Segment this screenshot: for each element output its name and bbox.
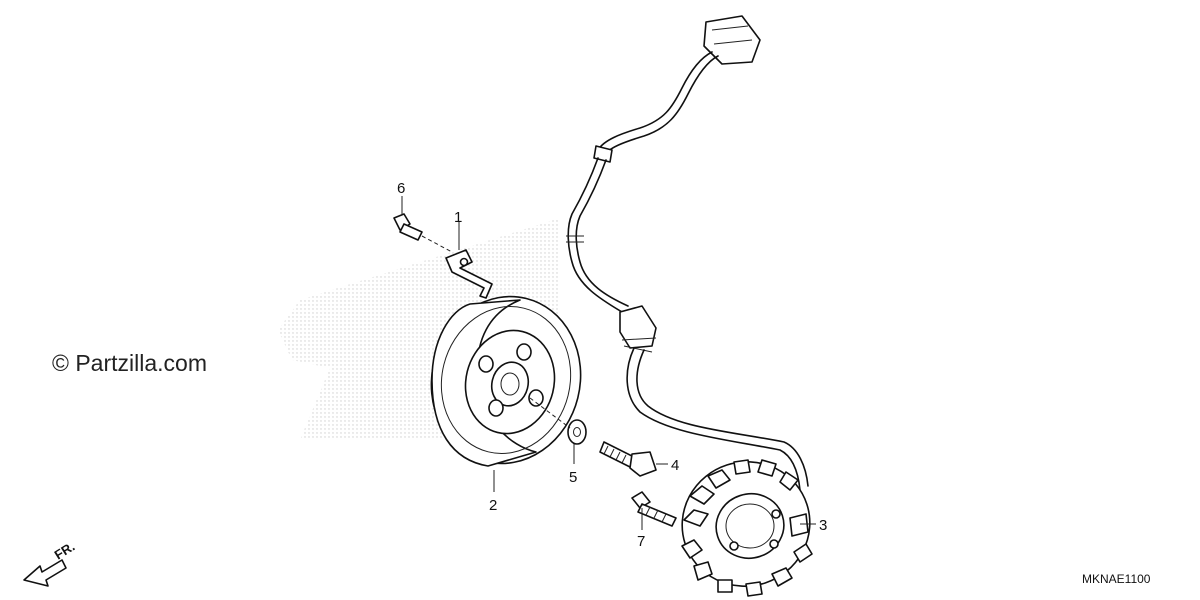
callout-6: 6 — [397, 180, 405, 197]
bracket — [445, 249, 493, 299]
small-bolt — [393, 213, 423, 241]
copyright-watermark: © Partzilla.com — [52, 350, 207, 376]
callout-4: 4 — [671, 457, 679, 474]
washer — [567, 419, 587, 445]
callout-7: 7 — [637, 533, 645, 550]
diagram-code: MKNAE1100 — [1082, 572, 1151, 586]
flywheel — [430, 295, 582, 467]
direction-label: FR. — [52, 539, 78, 563]
front-direction-arrow-icon: FR. — [23, 539, 78, 587]
callout-2: 2 — [489, 497, 497, 514]
callout-1: 1 — [454, 209, 462, 226]
stator-bolt — [631, 491, 677, 527]
callout-5: 5 — [569, 469, 577, 486]
callout-3: 3 — [819, 517, 827, 534]
flange-bolt — [599, 441, 657, 477]
callout-leaders — [401, 196, 816, 530]
stator — [681, 459, 813, 597]
wire-harness — [566, 15, 809, 491]
